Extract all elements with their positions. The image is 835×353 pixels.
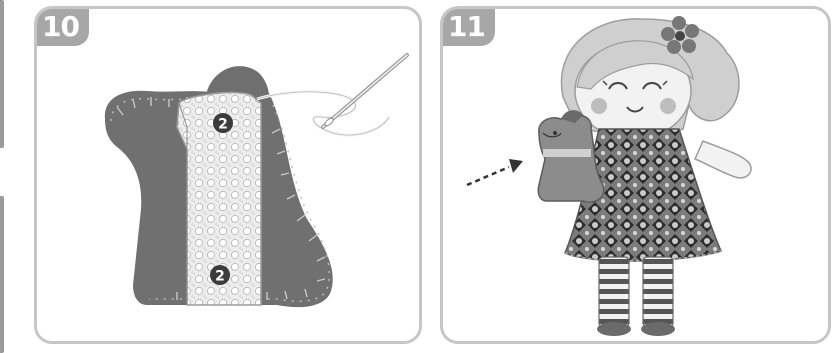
stitch-marker-bottom-label: 2 [215, 269, 225, 285]
doll-leg-right [642, 256, 674, 328]
dashed-arrow-icon [466, 159, 523, 187]
step-11-panel: 11 [440, 6, 831, 344]
blanket-stitch [110, 97, 330, 303]
doll-leg-left [598, 256, 630, 328]
stitch-marker-bottom: 2 [210, 265, 230, 285]
page-edge-tab [0, 0, 4, 148]
stitch-marker-top: 2 [213, 113, 233, 133]
step-number-badge: 11 [443, 9, 495, 46]
dog-puppet [537, 110, 605, 203]
stitch-marker-top-label: 2 [218, 117, 228, 133]
flower-hair-icon [661, 16, 699, 54]
dog-stitching-illustration: 2 2 [104, 53, 409, 308]
doll-right-arm [693, 140, 752, 179]
step-number-badge: 10 [37, 9, 89, 46]
page-edge-tab [0, 196, 4, 353]
needle-icon [321, 53, 409, 129]
doll-illustration [466, 16, 752, 336]
step-10-panel: 2 2 10 [34, 6, 422, 344]
